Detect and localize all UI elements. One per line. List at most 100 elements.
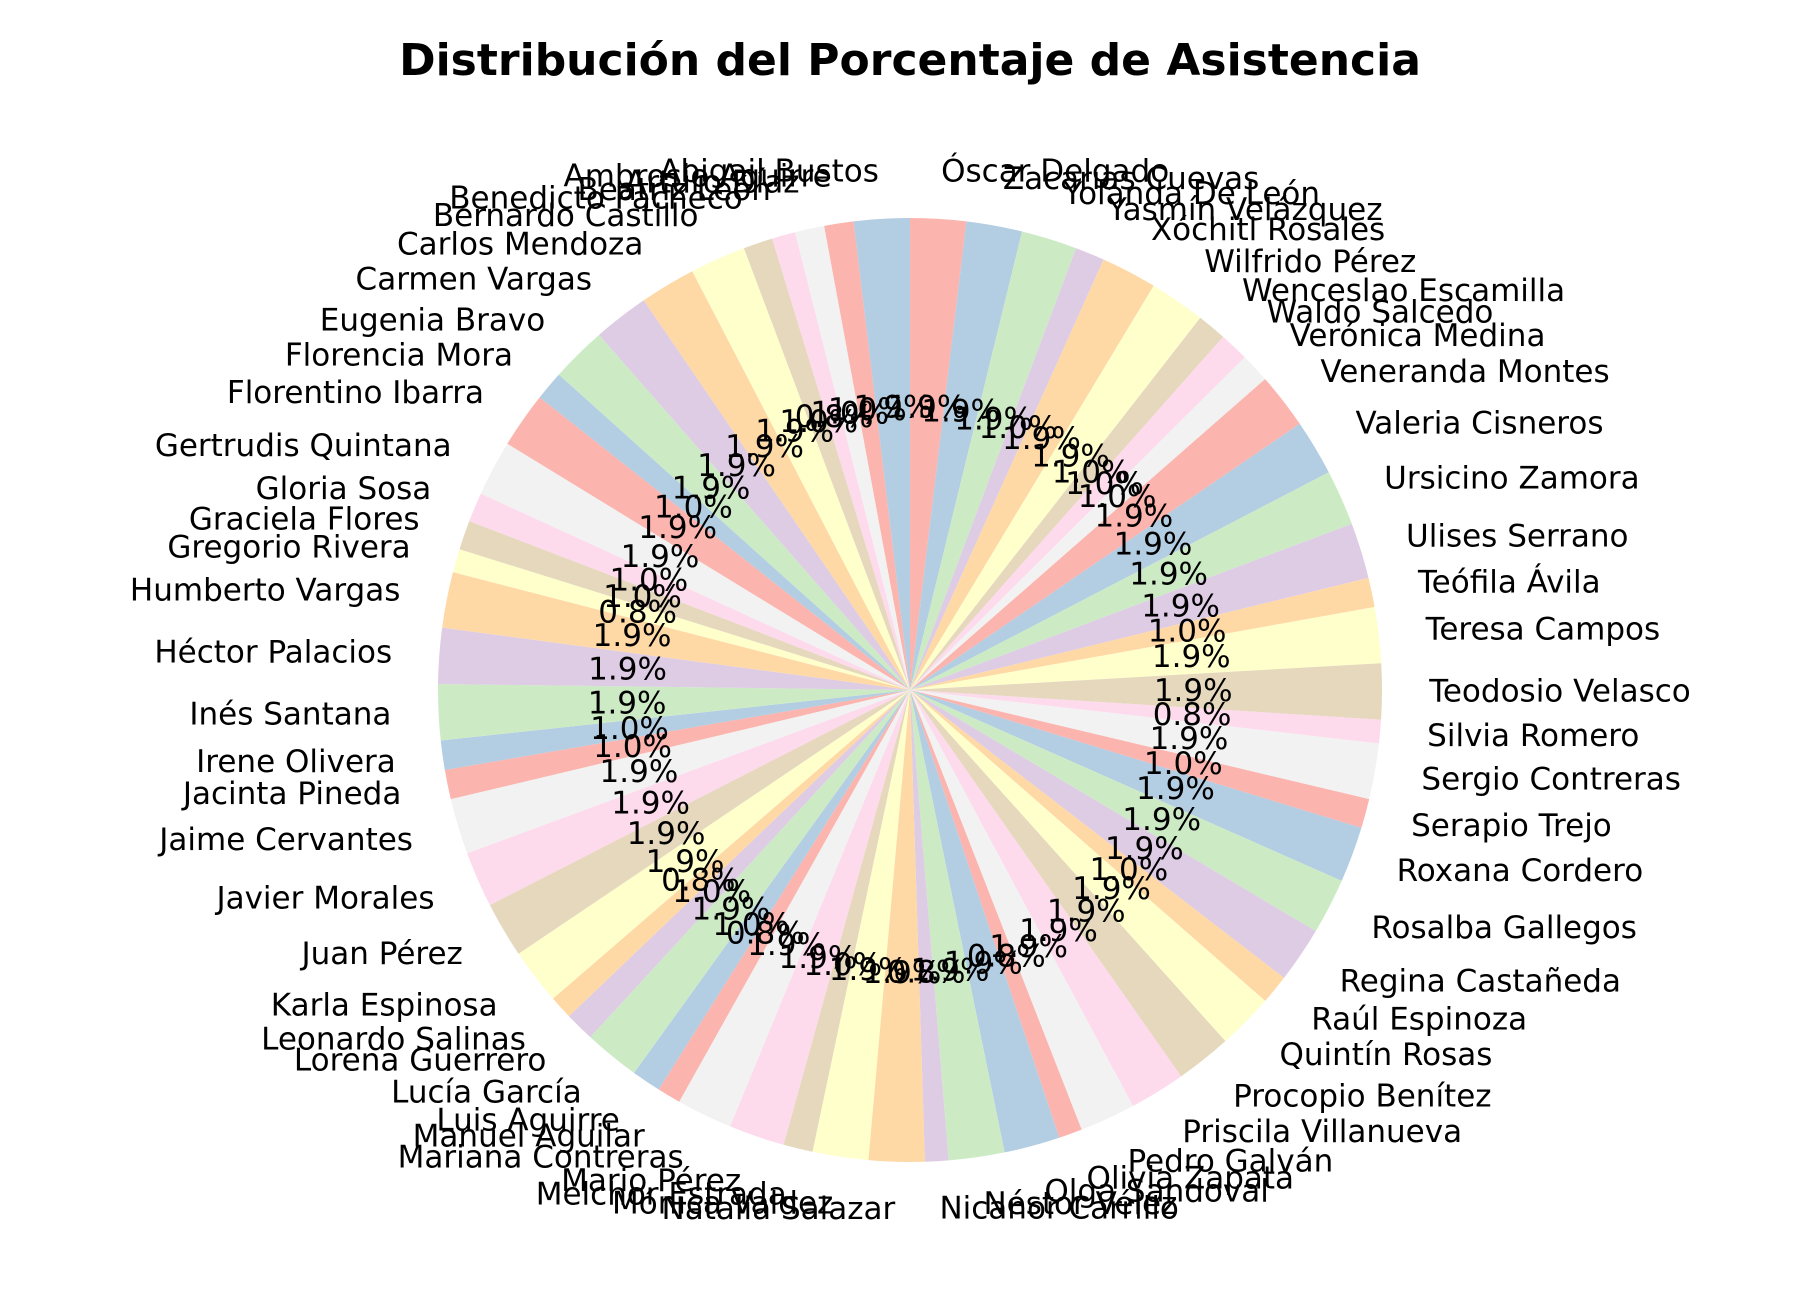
category-label: Zacarías Cuevas: [1003, 161, 1260, 197]
pie-slice: [692, 248, 910, 690]
category-label: Silvia Romero: [1427, 718, 1639, 754]
pie-slice: [634, 690, 910, 1090]
pie-slice: [910, 690, 1370, 828]
category-label: Ursicino Zamora: [1384, 461, 1639, 497]
percentage-label: 1.9%: [863, 955, 942, 991]
pie-slice: [910, 221, 1023, 690]
pie-slice: [558, 334, 910, 690]
category-label: Sergio Contreras: [1421, 762, 1681, 798]
pie-slice: [853, 218, 910, 690]
category-label: Procopio Benítez: [1233, 1078, 1491, 1114]
pie-slice: [910, 663, 1382, 720]
percentage-label: 1.0%: [1089, 852, 1168, 888]
pie-slice: [910, 336, 1245, 690]
pie-slice: [440, 690, 910, 771]
pie-slice: [824, 221, 910, 690]
percentage-label: 1.9%: [854, 389, 933, 425]
percentage-label: 1.9%: [1154, 673, 1233, 709]
pie-slice: [568, 690, 910, 1038]
category-label: Héctor Palacios: [154, 634, 392, 670]
percentage-label: 1.9%: [697, 448, 776, 484]
category-label: Pedro Galván: [1127, 1143, 1333, 1179]
category-label: Ulises Serrano: [1406, 519, 1628, 555]
category-label: Gertrudis Quintana: [155, 428, 452, 464]
pie-slice: [444, 690, 910, 800]
percentage-label: 1.0%: [603, 579, 682, 615]
pie-slice: [783, 690, 910, 1152]
percentage-label: 1.9%: [588, 685, 667, 721]
pie-slice: [910, 690, 1285, 1001]
pie-slice: [910, 523, 1369, 690]
category-label: Florentino Ibarra: [227, 375, 484, 411]
percentage-label: 1.0%: [1065, 466, 1144, 502]
percentage-label: 1.0%: [1078, 479, 1157, 515]
percentage-label: 1.0%: [712, 907, 791, 943]
category-label: Olga Sandoval: [1044, 1174, 1268, 1210]
category-label: Óscar Delgado: [941, 153, 1169, 190]
category-label: Yasmín Velázquez: [1107, 192, 1383, 228]
percentage-label: 1.9%: [1031, 439, 1110, 475]
pie-slice: [590, 690, 910, 1073]
chart-title: Distribución del Porcentaje de Asistenci…: [399, 35, 1421, 86]
category-label: Carmen Vargas: [356, 262, 592, 298]
percentage-label: 1.9%: [954, 401, 1033, 437]
percentage-label: 1.9%: [1141, 588, 1220, 624]
pie-slice: [910, 231, 1077, 690]
pie-slice: [450, 690, 910, 854]
percentage-label: 1.9%: [1094, 499, 1173, 535]
pie-slice: [910, 690, 1362, 881]
percentage-label: 1.9%: [1105, 831, 1184, 867]
category-label: Jaime Cervantes: [157, 822, 413, 858]
category-label: Ambrosio Aguirre: [564, 159, 832, 195]
category-label: Lorena Guerrero: [294, 1043, 546, 1079]
percentage-label: 1.9%: [1072, 871, 1151, 907]
pie-slice: [438, 684, 910, 741]
category-label: Teodosio Velasco: [1428, 674, 1691, 710]
pie-slice: [910, 379, 1300, 690]
percentage-label: 1.9%: [1114, 527, 1193, 563]
pie-slice: [518, 690, 910, 999]
pie-slice: [910, 218, 967, 690]
pie-slice: [910, 690, 1082, 1138]
pie-slice: [599, 300, 910, 690]
percentage-label: 1.9%: [944, 946, 1023, 982]
percentage-label: 1.9%: [1150, 721, 1229, 757]
pie-slice: [910, 357, 1266, 690]
category-label: Manuel Aguilar: [413, 1118, 645, 1154]
category-label: Priscila Villanueva: [1182, 1114, 1462, 1150]
percentage-label: 1.0%: [593, 729, 672, 765]
pie-slice: [442, 572, 910, 690]
pie-slice: [467, 690, 910, 906]
category-label: Néstor Vélez: [983, 1186, 1177, 1222]
pie-slice: [730, 690, 910, 1145]
pie-slice: [643, 271, 910, 690]
category-label: Lucía García: [391, 1074, 582, 1110]
pie-slice: [910, 690, 1382, 744]
pie-slice: [910, 423, 1329, 690]
pie-slice: [489, 690, 910, 954]
category-label: Mariana Contreras: [398, 1139, 684, 1175]
category-label: Juan Pérez: [299, 936, 462, 972]
category-label: Roxana Cordero: [1397, 853, 1644, 889]
percentage-label: 1.9%: [638, 510, 717, 546]
category-label: Olivia Zapata: [1087, 1160, 1295, 1196]
percentage-label: 1.0%: [803, 947, 882, 983]
pie-slice: [480, 443, 910, 690]
pie-slice: [910, 285, 1201, 690]
category-label: Regina Castañeda: [1340, 964, 1621, 1000]
pie-slice: [910, 577, 1375, 690]
percentage-label: 1.9%: [1019, 913, 1098, 949]
pie-slice: [910, 690, 1005, 1161]
pie-slice: [868, 690, 925, 1163]
pie-slice: [469, 493, 910, 690]
pie-slice: [658, 690, 910, 1102]
pie-slice: [910, 248, 1104, 690]
category-label: Bernardo Castillo: [433, 198, 699, 234]
percentage-label: 1.9%: [593, 618, 672, 654]
pie-slice: [452, 549, 910, 690]
pie-slices: [438, 218, 1382, 1163]
pie-slice: [910, 317, 1224, 690]
pie-slice: [910, 690, 1182, 1106]
percentage-label: 1.9%: [672, 470, 751, 506]
category-label: Florencia Mora: [285, 337, 513, 373]
